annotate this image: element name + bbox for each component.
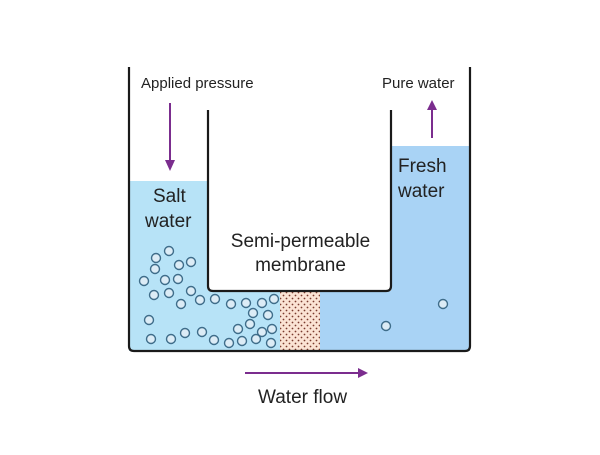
membrane-label-line1: Semi-permeable	[230, 231, 371, 252]
arrow-right-icon	[245, 368, 368, 378]
salt-water-label-line2: water	[145, 211, 192, 232]
salt-particle	[143, 314, 155, 326]
salt-particle	[266, 323, 278, 335]
salt-particle	[165, 333, 177, 345]
salt-particle	[149, 263, 161, 275]
salt-particle	[240, 297, 252, 309]
fresh-water-label-line1: Fresh	[398, 156, 447, 177]
u-tube-inner-wall	[206, 110, 393, 293]
salt-particle	[163, 245, 175, 257]
salt-particle	[145, 333, 157, 345]
salt-particle	[148, 289, 160, 301]
salt-particle	[225, 298, 237, 310]
salt-particle	[196, 326, 208, 338]
salt-particle	[262, 309, 274, 321]
arrow-up-icon	[427, 100, 437, 138]
salt-particle	[209, 293, 221, 305]
salt-particle	[185, 285, 197, 297]
salt-particle	[256, 326, 268, 338]
salt-water-label-line1: Salt	[153, 186, 186, 207]
u-tube-container	[127, 67, 472, 353]
salt-particles	[138, 245, 449, 349]
salt-particle	[268, 293, 280, 305]
salt-particle	[250, 333, 262, 345]
salt-particle	[232, 323, 244, 335]
semi-permeable-membrane	[280, 291, 320, 351]
salt-particle	[256, 297, 268, 309]
salt-particle	[159, 274, 171, 286]
salt-particle	[185, 256, 197, 268]
salt-particle	[265, 337, 277, 349]
salt-particle	[247, 307, 259, 319]
applied-pressure-label: Applied pressure	[141, 75, 254, 92]
salt-particle	[138, 275, 150, 287]
arrow-down-icon	[165, 103, 175, 171]
salt-particle	[179, 327, 191, 339]
salt-particle	[380, 320, 392, 332]
water-flow-label: Water flow	[258, 387, 348, 408]
fresh-water-label-line2: water	[398, 181, 445, 202]
salt-particle	[244, 318, 256, 330]
salt-particle	[172, 273, 184, 285]
salt-particle	[236, 335, 248, 347]
fresh-water-region	[320, 146, 470, 351]
salt-particle	[194, 294, 206, 306]
salt-particle	[175, 298, 187, 310]
salt-particle	[163, 287, 175, 299]
salt-particle	[437, 298, 449, 310]
pure-water-label: Pure water	[382, 75, 455, 92]
salt-particle	[223, 337, 235, 349]
salt-particle	[208, 334, 220, 346]
salt-water-region	[129, 181, 280, 351]
membrane-label-line2: membrane	[255, 255, 346, 276]
salt-particle	[173, 259, 185, 271]
salt-particle	[150, 252, 162, 264]
